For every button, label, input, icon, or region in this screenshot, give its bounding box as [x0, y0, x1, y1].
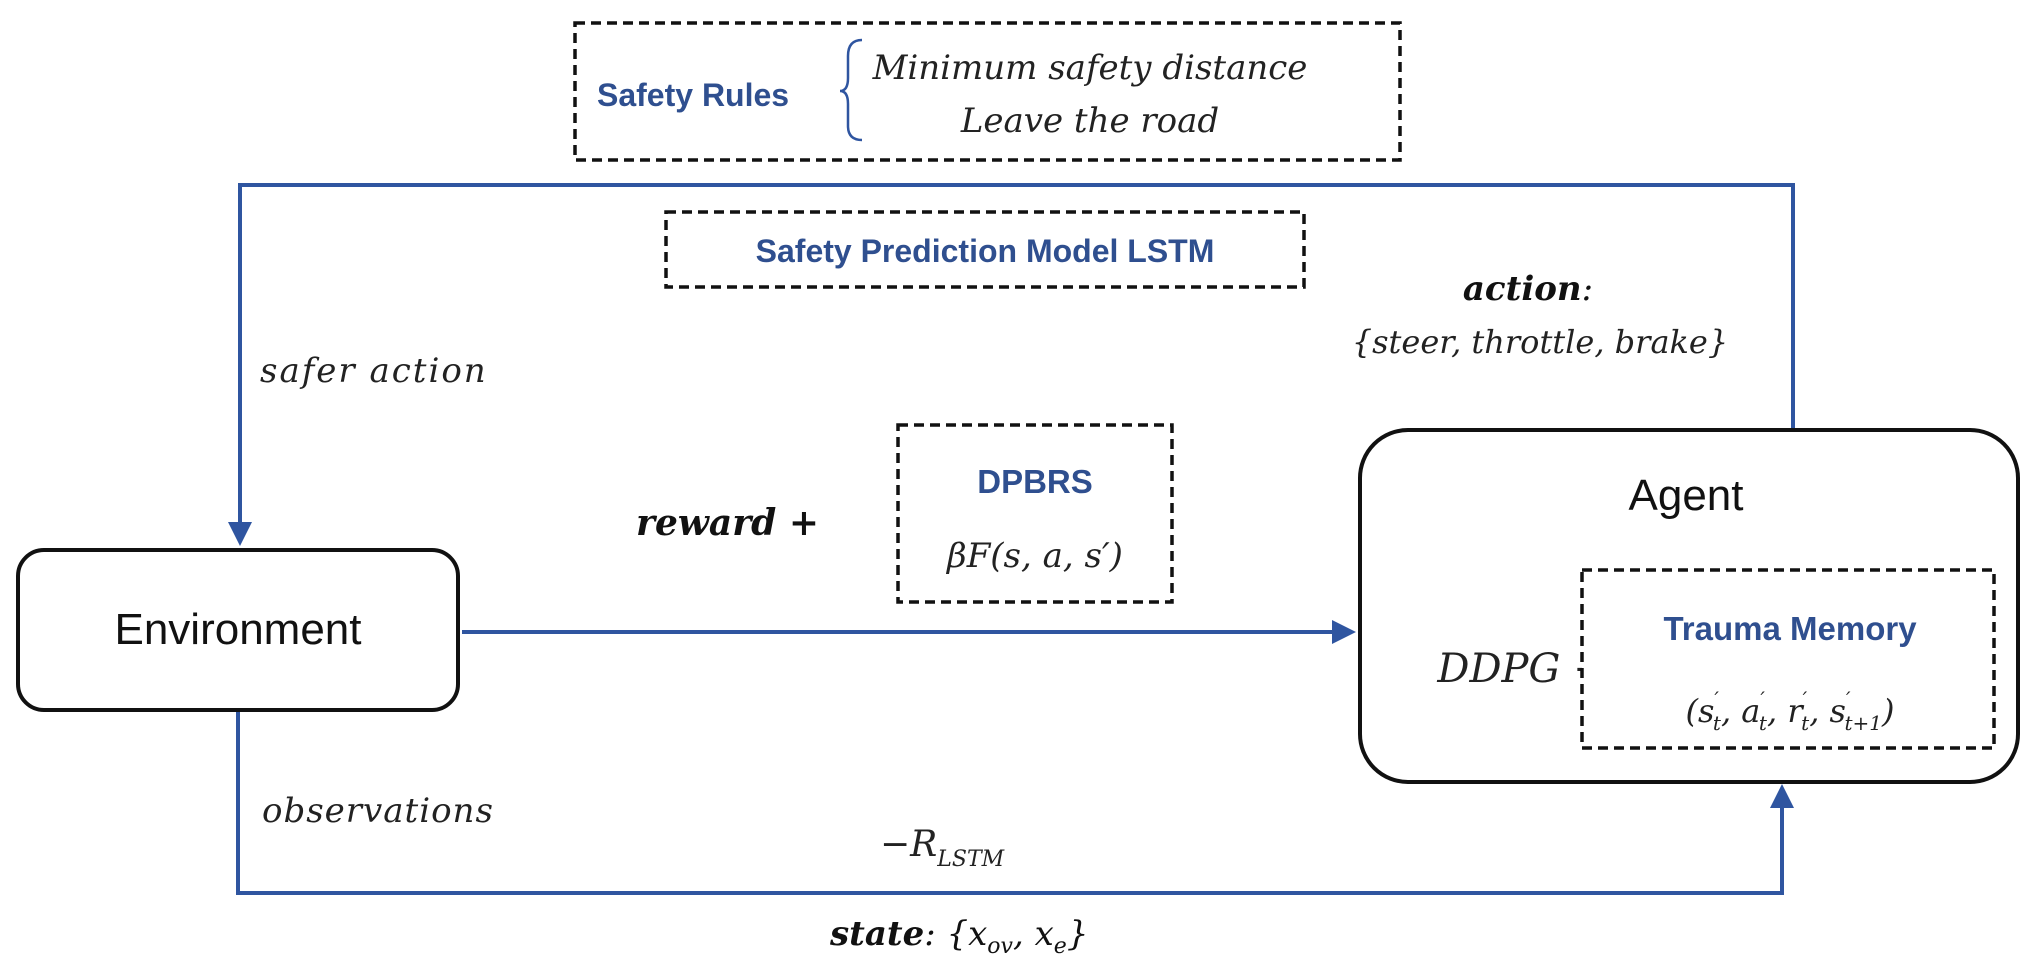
agent-title: Agent — [1629, 471, 1744, 520]
state-label: state: {xov, xe} — [829, 914, 1088, 959]
safety-rule-leave-road: Leave the road — [960, 101, 1219, 141]
safety-rules-label: Safety Rules — [597, 77, 789, 113]
safety-rules-brace — [839, 38, 863, 142]
dpbrs-formula: βF(s, a, s′) — [945, 536, 1123, 576]
observations-label: observations — [262, 791, 494, 831]
neg-r-lstm-label: −RLSTM — [880, 824, 1005, 872]
safer-action-label: safer action — [260, 351, 488, 391]
dpbrs-title: DPBRS — [977, 463, 1093, 500]
environment-box: Environment — [16, 548, 460, 712]
dpbrs-box: DPBRS βF(s, a, s′) — [896, 423, 1174, 604]
safety-rule-min-distance: Minimum safety distance — [872, 48, 1308, 88]
trauma-memory-box: Trauma Memory (s′t, a′t, r′t, s′t+1) — [1580, 568, 1996, 750]
trauma-memory-tuple: (s′t, a′t, r′t, s′t+1) — [1685, 687, 1894, 735]
action-feedback-line — [228, 183, 1795, 546]
safety-prediction-model-box: Safety Prediction Model LSTM — [664, 210, 1306, 289]
action-label: action: — [1463, 269, 1593, 309]
trauma-memory-title: Trauma Memory — [1663, 610, 1917, 647]
environment-label: Environment — [114, 605, 361, 654]
reward-label: reward + — [636, 502, 819, 544]
safety-rules-box: Safety Rules Minimum safety distance Lea… — [573, 21, 1402, 162]
state-feedback-line — [236, 710, 1794, 895]
ddpg-label: DDPG + — [1436, 646, 1606, 692]
action-values: {steer, throttle, brake} — [1352, 323, 1728, 361]
safety-prediction-model-label: Safety Prediction Model LSTM — [756, 233, 1215, 269]
